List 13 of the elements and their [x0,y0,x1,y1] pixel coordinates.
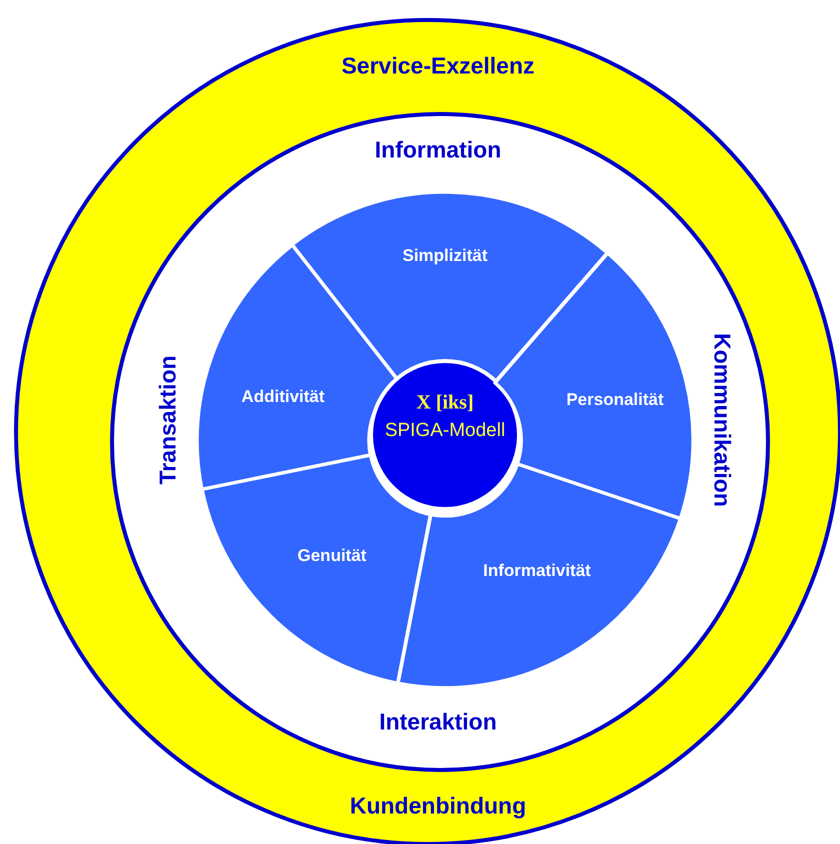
ring-label: Information [374,136,502,164]
segment-label: Additivität [241,386,325,407]
ring-label: Service-Exzellenz [341,52,535,80]
center-title: X [iks] [416,392,474,414]
center-label: SPIGA-Modell [384,420,506,442]
ring-label: Kommunikation [708,333,736,507]
segment-label: Personalität [566,390,664,410]
ring-label: Kundenbindung [350,792,526,820]
ring-label: Interaktion [379,708,497,736]
segment-label: Simplizität [402,246,488,266]
segment-label: Genuität [298,546,366,566]
segment-label: Informativität [483,560,591,581]
ring-label: Transaktion [154,355,182,485]
